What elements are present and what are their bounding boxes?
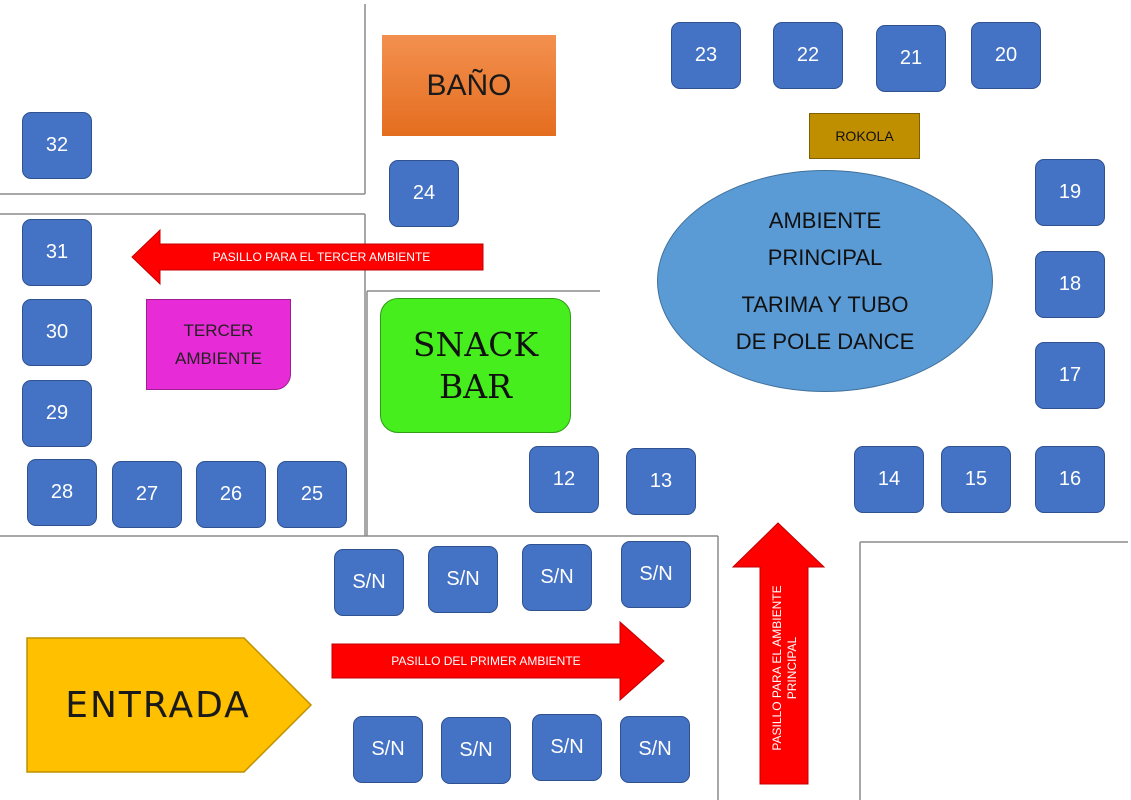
- ambiente-principal-line-4: DE POLE DANCE: [735, 329, 915, 354]
- ambiente-principal-ellipse: AMBIENTE PRINCIPAL TARIMA Y TUBO DE POLE…: [657, 170, 993, 392]
- table-19: 19: [1035, 159, 1105, 226]
- rokola-box: ROKOLA: [809, 113, 920, 159]
- table-14: 14: [854, 446, 924, 513]
- table-28: 28: [27, 459, 97, 526]
- table-sn: S/N: [441, 717, 511, 784]
- arrow-tercer-ambiente-label: PASILLO PARA EL TERCER AMBIENTE: [212, 250, 431, 264]
- tercer-ambiente-line-2: AMBIENTE: [175, 348, 262, 368]
- ambiente-principal-line-3: TARIMA Y TUBO: [741, 292, 909, 317]
- table-15: 15: [941, 446, 1011, 513]
- table-sn: S/N: [532, 714, 602, 781]
- arrow-primer-ambiente: [331, 620, 665, 702]
- table-12: 12: [529, 446, 599, 513]
- table-sn: S/N: [353, 716, 423, 783]
- snack-bar-line-1: SNACK: [412, 324, 539, 364]
- table-27: 27: [112, 461, 182, 528]
- walls: [0, 4, 1128, 800]
- arrow-tercer-ambiente: [131, 228, 484, 286]
- ambiente-principal-line-1: AMBIENTE: [768, 208, 882, 233]
- table-18: 18: [1035, 251, 1105, 318]
- ambiente-principal-line-2: PRINCIPAL: [767, 245, 883, 270]
- table-25: 25: [277, 461, 347, 528]
- table-26: 26: [196, 461, 266, 528]
- table-sn: S/N: [621, 541, 691, 608]
- arrow-ambiente-principal-line-1: PASILLO PARA EL AMBIENTE: [770, 585, 784, 751]
- table-sn: S/N: [334, 549, 404, 616]
- table-30: 30: [22, 299, 92, 366]
- arrow-primer-ambiente-label: PASILLO DEL PRIMER AMBIENTE: [391, 654, 581, 668]
- snack-bar-room: SNACK BAR: [380, 298, 571, 433]
- table-17: 17: [1035, 342, 1105, 409]
- bano-label: BAÑO: [426, 68, 512, 102]
- table-29: 29: [22, 380, 92, 447]
- table-21: 21: [876, 25, 946, 92]
- table-sn: S/N: [428, 546, 498, 613]
- table-23: 23: [671, 22, 741, 89]
- table-20: 20: [971, 22, 1041, 89]
- rokola-label: ROKOLA: [835, 128, 894, 144]
- table-22: 22: [773, 22, 843, 89]
- snack-bar-line-2: BAR: [439, 366, 512, 406]
- entrada-label: ENTRADA: [65, 684, 251, 726]
- arrow-ambiente-principal-line-2: PRINCIPAL: [785, 636, 799, 700]
- arrow-ambiente-principal: [731, 522, 826, 785]
- table-13: 13: [626, 448, 696, 515]
- table-16: 16: [1035, 446, 1105, 513]
- table-32: 32: [22, 112, 92, 179]
- table-31: 31: [22, 219, 92, 286]
- entrada-pentagon: [26, 637, 313, 773]
- tercer-ambiente-room: TERCER AMBIENTE: [146, 299, 291, 390]
- tercer-ambiente-line-1: TERCER: [183, 320, 254, 340]
- table-sn: S/N: [522, 544, 592, 611]
- table-24: 24: [389, 160, 459, 227]
- bano-room: BAÑO: [382, 35, 556, 136]
- table-sn: S/N: [620, 716, 690, 783]
